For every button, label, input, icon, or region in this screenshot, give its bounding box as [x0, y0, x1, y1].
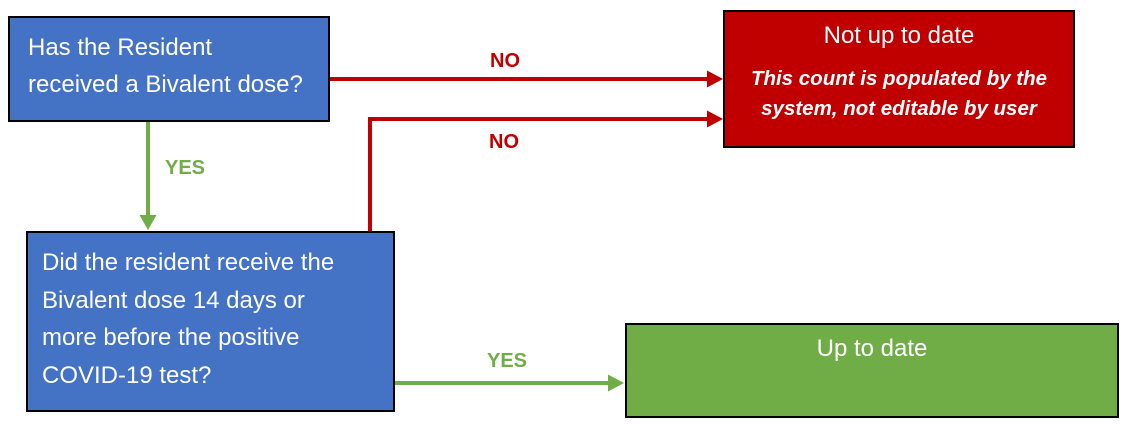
- edge-label-yes-q2: YES: [486, 350, 528, 372]
- arrow-q2-no: [368, 110, 723, 231]
- node-question-bivalent-dose: Has the Resident received a Bivalent dos…: [8, 16, 330, 122]
- arrow-q2-yes: [395, 374, 624, 392]
- arrow-q1-no: [330, 70, 723, 88]
- edge-label-yes-q1: YES: [164, 157, 206, 179]
- node-title: Not up to date: [823, 22, 975, 49]
- node-note: This count is populated by the system, n…: [725, 64, 1073, 124]
- arrow-q1-yes: [139, 122, 157, 230]
- node-note-line: This count is populated by the: [750, 67, 1048, 90]
- node-up-to-date: Up to date: [625, 323, 1119, 418]
- node-text-line: Has the Resident: [28, 34, 213, 61]
- node-not-up-to-date: Not up to date This count is populated b…: [723, 10, 1075, 148]
- node-question-14-days: Did the resident receive the Bivalent do…: [26, 231, 395, 412]
- node-text-line: more before the positive: [42, 324, 300, 351]
- node-note-line: system, not editable by user: [761, 97, 1037, 120]
- node-title: Up to date: [816, 335, 928, 362]
- node-text-line: Did the resident receive the: [42, 249, 335, 276]
- edge-label-no-q1: NO: [490, 50, 520, 72]
- node-text-line: received a Bivalent dose?: [28, 71, 303, 98]
- node-text-line: COVID-19 test?: [42, 361, 212, 389]
- edge-label-no-q2: NO: [489, 131, 519, 153]
- node-text-line: Bivalent dose 14 days or: [42, 286, 305, 314]
